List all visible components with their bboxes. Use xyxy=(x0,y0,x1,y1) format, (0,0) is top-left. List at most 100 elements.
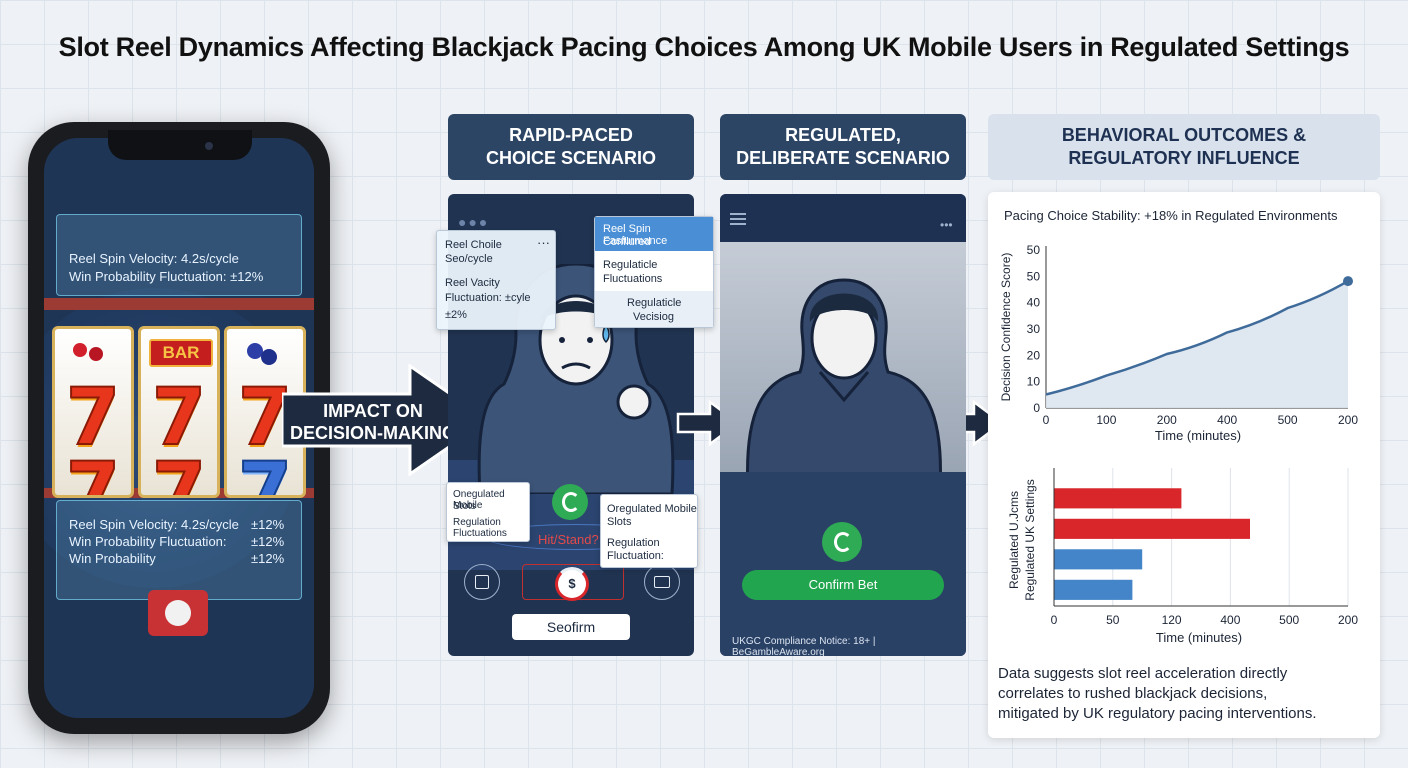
spin-button[interactable] xyxy=(148,590,208,636)
impact-line-1: IMPACT ON xyxy=(323,401,423,421)
summary-line-2: correlates to rushed blackjack decisions… xyxy=(998,685,1268,702)
more-dots-icon[interactable]: ••• xyxy=(940,218,953,232)
blueberry-icon xyxy=(247,343,263,359)
ukgc-notice[interactable]: UKGC Compliance Notice: 18+ | BeGambleAw… xyxy=(732,636,876,656)
confirm-bet-button[interactable]: Confirm Bet xyxy=(742,570,944,600)
unregulated-card-right: Oregulated Mobile Slots Regulation Fluct… xyxy=(600,494,698,568)
hud-row-3-label: Win Probability xyxy=(69,551,156,566)
line-chart-xtick: 200 xyxy=(1157,413,1177,427)
seven-symbol-low: 7 xyxy=(151,447,207,498)
seven-symbol-low: 7 xyxy=(65,447,121,498)
chart-panel xyxy=(988,192,1380,738)
reg-card-line-2: Conflured xyxy=(603,236,651,248)
line-chart-ylabel: Decision Confidence Score) xyxy=(999,253,1013,402)
page-title: Slot Reel Dynamics Affecting Blackjack P… xyxy=(58,32,1350,62)
hud-bottom: Reel Spin Velocity: 4.2s/cycle ±12% Win … xyxy=(56,500,302,600)
ur-card-line-2: Slots xyxy=(607,516,632,528)
bar-chart: 0 50 120 400 500 200 Regulated U.Jcms Regulat… xyxy=(1007,468,1358,645)
reel-card-line-5: ±2% xyxy=(445,309,467,321)
hud-top: Reel Spin Velocity: 4.2s/cycle Win Proba… xyxy=(56,214,302,296)
stop-button[interactable] xyxy=(464,564,500,600)
regulated-header-line-2: DELIBERATE SCENARIO xyxy=(736,148,950,168)
confirm-button[interactable]: Seofirm xyxy=(512,614,630,640)
line-chart-xtick: 0 xyxy=(1043,413,1050,427)
hud-row-3-value: ±12% xyxy=(251,551,285,566)
bar-chart-bar xyxy=(1054,518,1250,539)
bar-chart-bar xyxy=(1054,488,1182,509)
window-dots-icon: ●●● xyxy=(458,214,490,230)
reel-card-line-3: Reel Vacity xyxy=(445,277,500,289)
line-chart-ytick: 20 xyxy=(1027,348,1041,362)
ul-card-line-4: Fluctuations xyxy=(453,528,507,539)
reg-card-line-6: Vecisiog xyxy=(633,311,674,323)
line-chart-ytick: 10 xyxy=(1027,375,1041,389)
line-chart-ytick: 30 xyxy=(1027,322,1041,336)
reg-card-line-3: Regulaticle xyxy=(603,259,658,271)
cherry-icon-2 xyxy=(89,347,103,361)
line-chart-ytick: 50 xyxy=(1027,243,1041,257)
regulation-card: Reel Spin Fasfurmance Conflured Regulati… xyxy=(594,216,714,328)
reg-card-line-5: Regulaticle xyxy=(627,297,682,309)
bar-chart-xtick: 0 xyxy=(1051,613,1058,627)
seven-symbol-blue: 7 xyxy=(237,447,293,498)
bar-chart-xlabel: Time (minutes) xyxy=(1156,630,1242,645)
rapid-header-line-2: CHOICE SCENARIO xyxy=(485,148,656,168)
deal-chip-button[interactable] xyxy=(822,522,862,562)
calm-player-figure xyxy=(745,278,943,490)
regulated-panel: ••• Confirm Bet UKGC Compliance Notice: … xyxy=(720,194,966,656)
reel-card-line-2: Seo/cycle xyxy=(445,253,493,265)
line-chart-xlabel: Time (minutes) xyxy=(1155,428,1241,443)
more-icon[interactable]: ··· xyxy=(537,235,550,250)
reel-stats-card: Reel Choile ··· Seo/cycle Reel Vacity Fl… xyxy=(436,230,556,330)
ul-card-line-2: Stots xyxy=(453,501,476,512)
refresh-icon xyxy=(562,492,580,512)
seven-symbol: 7 xyxy=(151,373,207,463)
regulated-header: REGULATED, DELIBERATE SCENARIO xyxy=(720,114,966,180)
line-chart-area xyxy=(1046,281,1348,408)
bar-chart-ylabel-2: Regulated UK Settings xyxy=(1023,479,1037,600)
bar-chart-bar xyxy=(1054,579,1133,600)
reel-1: 7 7 xyxy=(52,326,134,498)
hud-top-line-1: Reel Spin Velocity: 4.2s/cycle xyxy=(69,251,239,266)
bar-symbol: BAR xyxy=(149,339,213,367)
seven-symbol: 7 xyxy=(65,373,121,463)
summary-text: Data suggests slot reel acceleration dir… xyxy=(998,664,1317,724)
bar-chart-xtick: 500 xyxy=(1279,613,1299,627)
line-chart-end-point xyxy=(1343,276,1353,287)
line-chart-title: Pacing Choice Stability: +18% in Regulat… xyxy=(1004,208,1338,223)
hud-row-1-value: ±12% xyxy=(251,517,285,532)
ul-card-line-1: Onegulated Mobile xyxy=(453,489,505,511)
card-button[interactable] xyxy=(644,564,680,600)
reg-card-footer: Regulaticle Vecisiog xyxy=(595,291,713,327)
regulated-header-line-1: REGULATED, xyxy=(785,125,901,145)
bar-chart-ylabel-1: Regulated U.Jcms xyxy=(1007,491,1021,589)
regulated-table xyxy=(720,472,966,656)
bar-chart-xtick: 50 xyxy=(1106,613,1120,627)
line-chart-ytick: 40 xyxy=(1027,296,1041,310)
bar-chart-xtick: 120 xyxy=(1162,613,1182,627)
ul-card-line-3: Regulation xyxy=(453,517,501,528)
hit-stand-prompt: Hit/Stand? xyxy=(538,532,599,547)
impact-label: IMPACT ON DECISION-MAKING xyxy=(288,400,458,444)
reg-card-line-1: Reel Spin Fasfurmance xyxy=(603,223,668,247)
bar-chart-xtick: 200 xyxy=(1338,613,1358,627)
spin-knob-icon xyxy=(165,600,191,626)
bar-chart-xtick: 400 xyxy=(1220,613,1240,627)
ur-card-line-3: Regulation xyxy=(607,537,660,549)
timer-icon: $ xyxy=(555,567,589,601)
unregulated-card-left: Onegulated Mobile Stots Regulation Fluct… xyxy=(446,482,530,542)
card-icon xyxy=(654,576,670,588)
outcomes-header-line-1: BEHAVIORAL OUTCOMES & xyxy=(1061,125,1307,145)
line-chart-xtick: 500 xyxy=(1278,413,1298,427)
line-chart-ytick: 50 xyxy=(1027,269,1041,283)
menu-icon[interactable] xyxy=(730,218,746,220)
refresh-icon xyxy=(834,532,852,552)
camera-icon xyxy=(205,142,213,150)
regulation-card-header: Reel Spin Fasfurmance Conflured xyxy=(595,217,713,251)
reel-card-line-4: Fluctuation: ±cyle xyxy=(445,292,531,304)
hit-chip-button[interactable] xyxy=(552,484,588,520)
hud-row-2-label: Win Probability Fluctuation: xyxy=(69,534,227,549)
outcomes-header: BEHAVIORAL OUTCOMES &REGULATORY INFLUENC… xyxy=(988,114,1380,180)
